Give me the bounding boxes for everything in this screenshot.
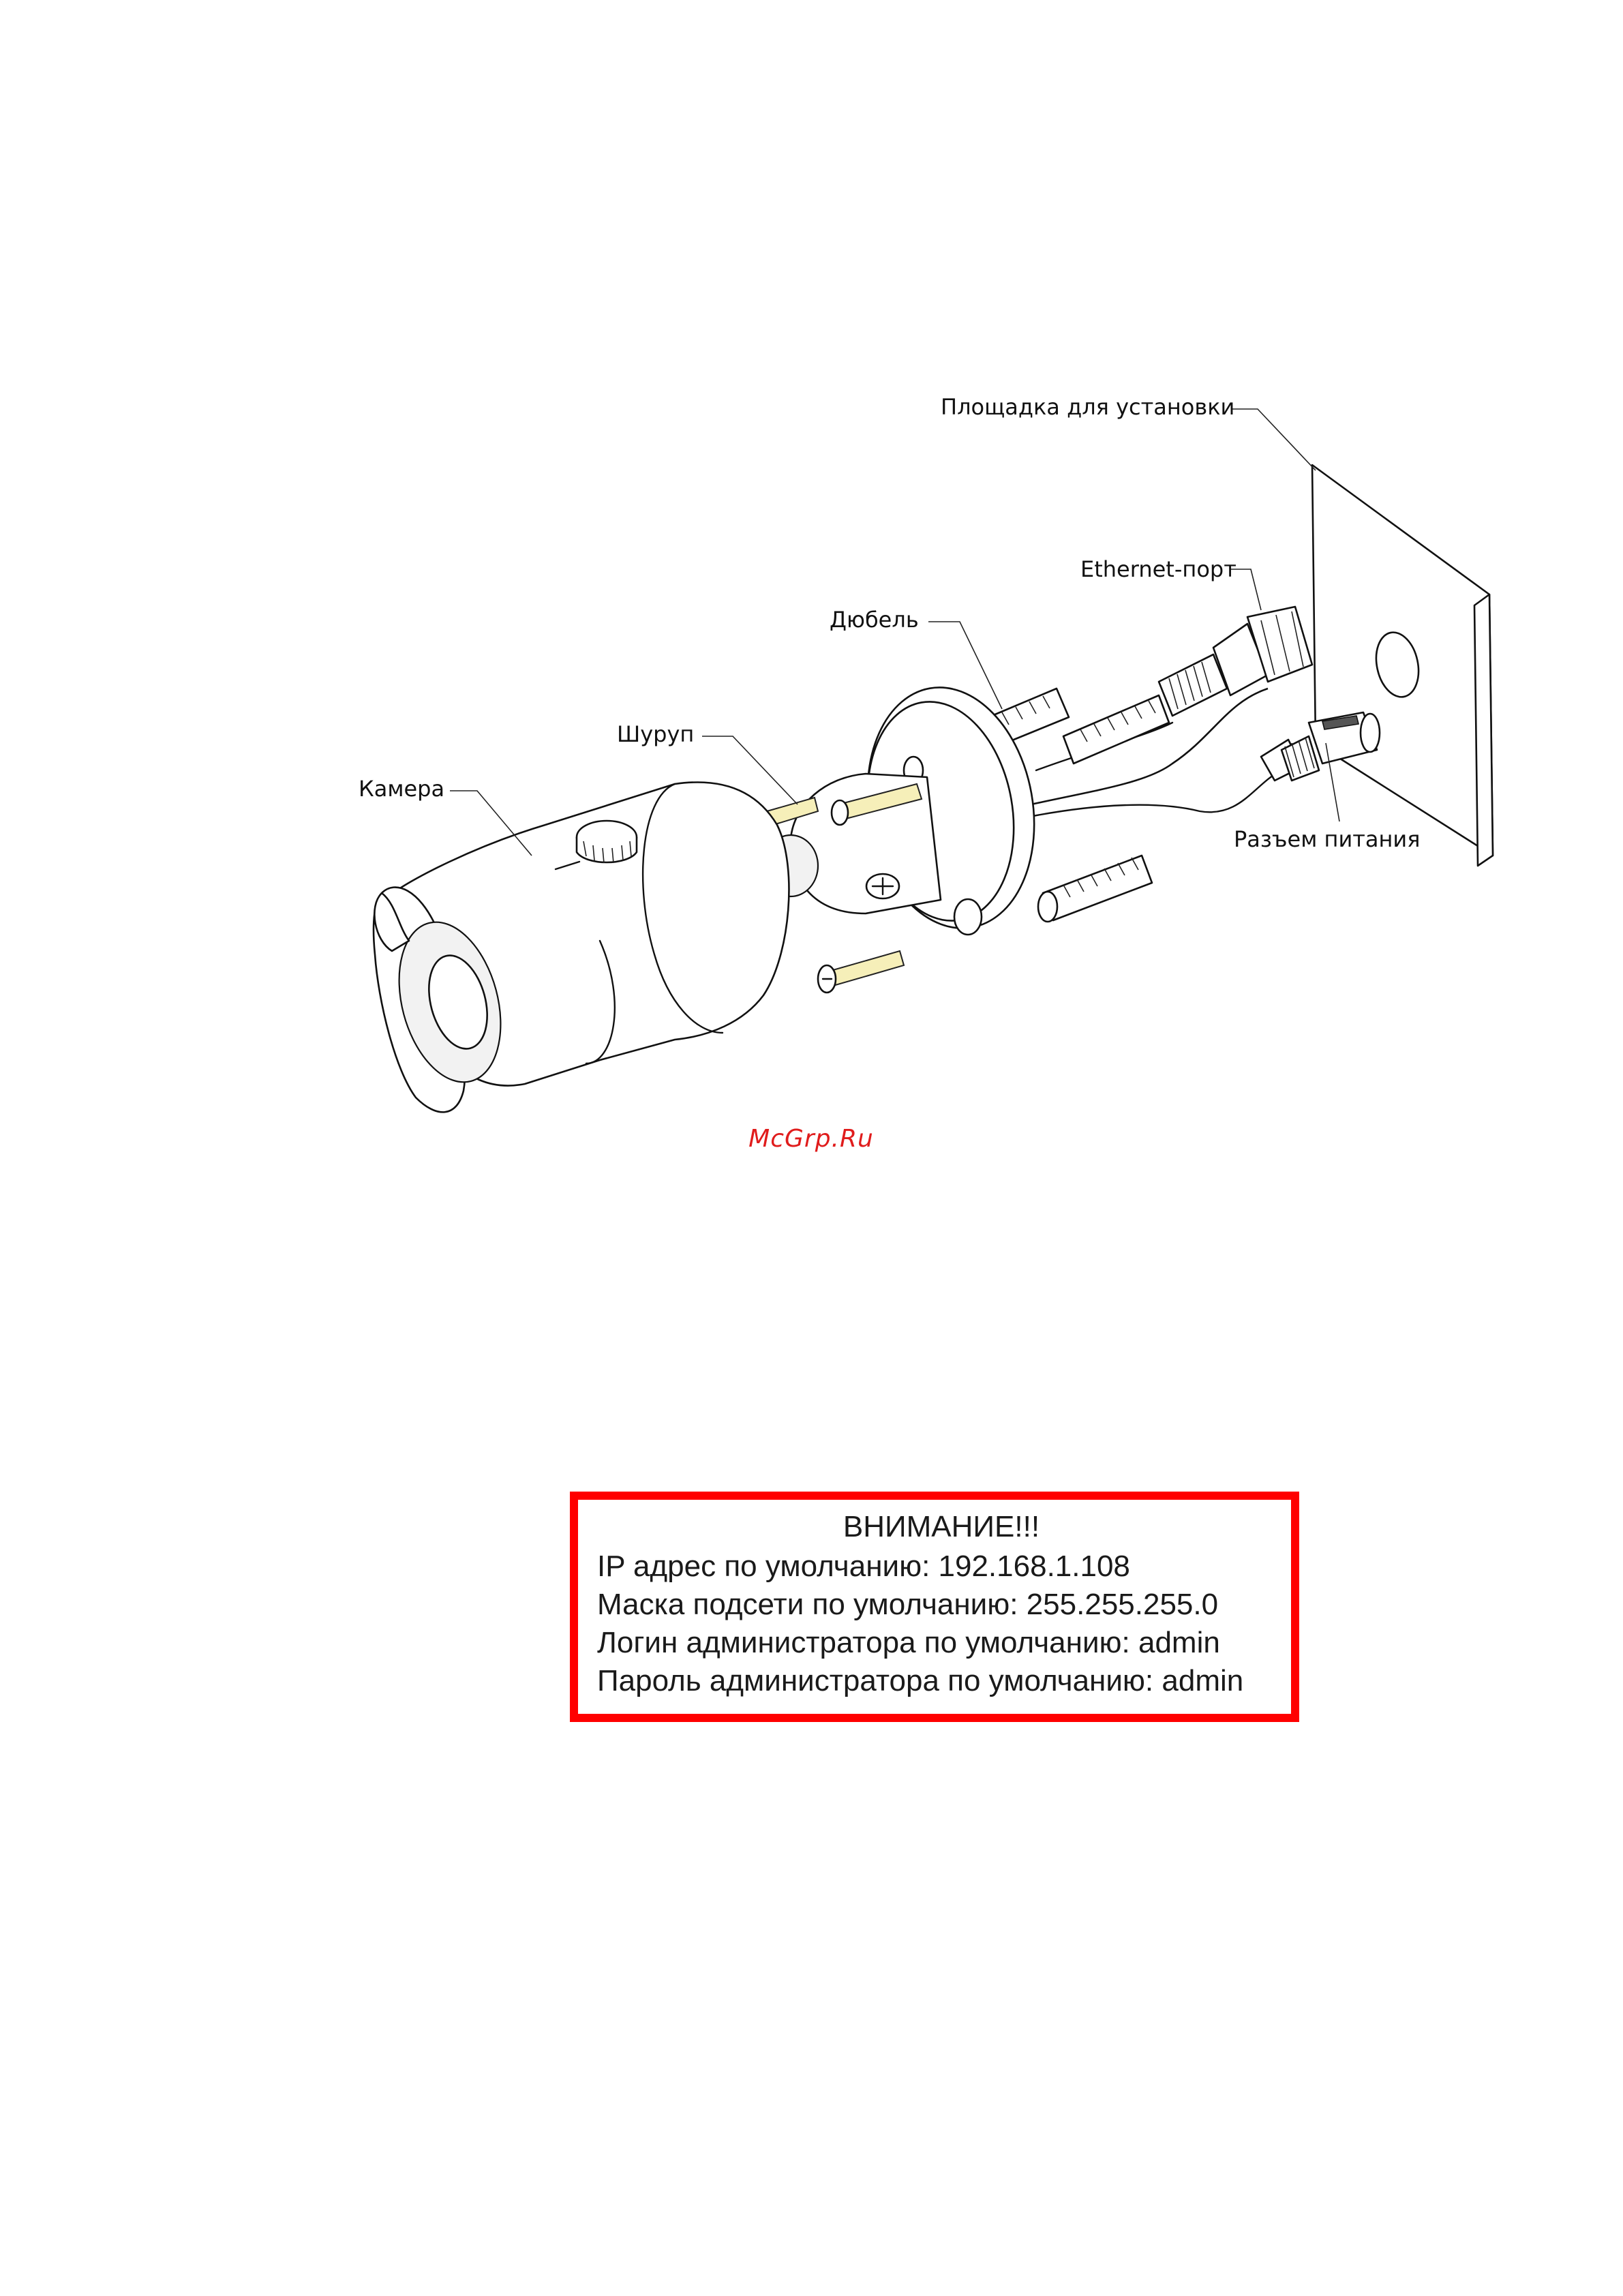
label-screw: Шуруп: [617, 721, 694, 747]
label-power-connector: Разъем питания: [1234, 826, 1420, 852]
default-admin-login-line: Логин администратора по умолчанию: admin: [597, 1624, 1272, 1662]
warning-box: ВНИМАНИЕ!!! IP адрес по умолчанию: 192.1…: [570, 1492, 1299, 1722]
ethernet-port: [1159, 607, 1312, 716]
default-subnet-line: Маска подсети по умолчанию: 255.255.255.…: [597, 1586, 1272, 1624]
default-admin-password-line: Пароль администратора по умолчанию: admi…: [597, 1662, 1272, 1700]
camera-body: [374, 783, 789, 1113]
label-dowel: Дюбель: [830, 607, 919, 633]
watermark: McGrp.Ru: [723, 1125, 900, 1153]
default-ip-line: IP адрес по умолчанию: 192.168.1.108: [597, 1547, 1272, 1586]
mounting-plate: [1312, 465, 1493, 866]
label-camera: Камера: [359, 776, 444, 802]
warning-title: ВНИМАНИЕ!!!: [611, 1507, 1272, 1547]
label-mounting-surface: Площадка для установки: [941, 394, 1234, 420]
label-ethernet-port: Ethernet-порт: [1080, 556, 1237, 582]
